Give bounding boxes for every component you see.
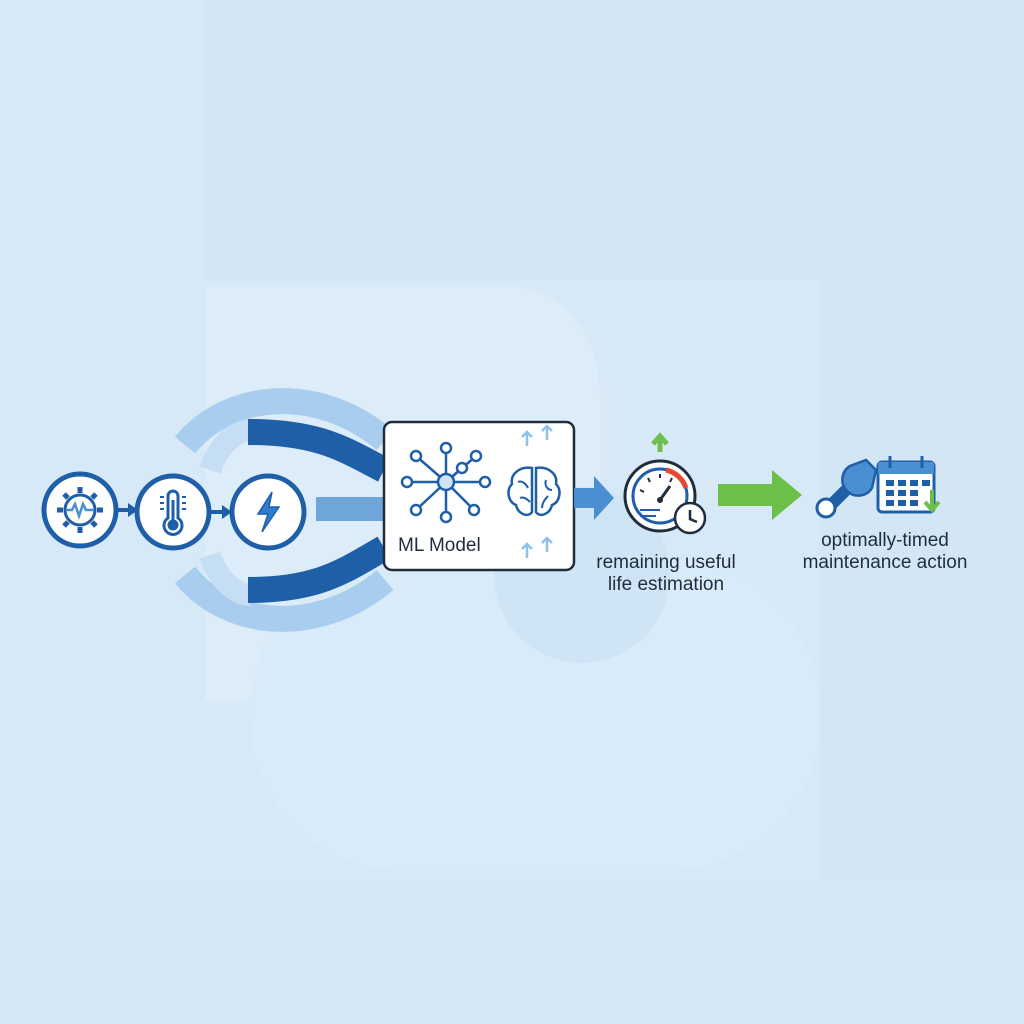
lightning-icon xyxy=(256,491,281,533)
maintenance-label-line1: optimally-timed xyxy=(821,530,949,551)
brain-icon xyxy=(507,466,561,517)
arrow-icon xyxy=(574,476,614,520)
trend-up-icon xyxy=(521,424,553,558)
gear-sensor-node xyxy=(41,471,119,549)
ml-model-label: ML Model xyxy=(398,535,481,556)
calendar-icon xyxy=(876,456,941,514)
gauge-clock-icon xyxy=(623,432,707,535)
wrench-icon xyxy=(815,458,878,519)
ml-model-box xyxy=(382,420,576,572)
rul-label: remaining useful life estimation xyxy=(586,552,746,596)
maintenance-label: optimally-timed maintenance action xyxy=(790,530,980,574)
neural-network-icon xyxy=(400,441,492,524)
arrow-icon xyxy=(128,503,138,517)
gear-icon xyxy=(57,487,103,533)
temperature-sensor-node xyxy=(134,473,212,551)
data-flow-arcs xyxy=(174,388,394,632)
maintenance-label-line2: maintenance action xyxy=(802,552,968,573)
thermometer-icon xyxy=(160,489,186,536)
rul-label-line1: remaining useful xyxy=(596,552,736,573)
arrow-icon xyxy=(222,505,232,519)
rul-label-line2: life estimation xyxy=(607,574,725,595)
green-arrow-icon xyxy=(718,470,802,520)
electrical-sensor-node xyxy=(229,473,307,551)
